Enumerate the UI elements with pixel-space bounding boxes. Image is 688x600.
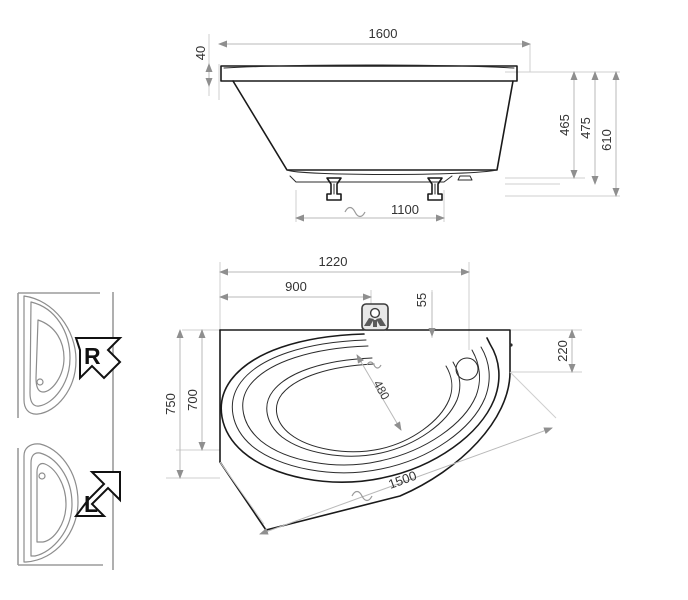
dimension-basin-depth-label: 475 [578,117,593,139]
dimension-basin-depth: 475 [578,71,599,185]
dimension-tap-edge-offset: 55 [414,292,436,337]
arrow-down-left-icon [74,471,121,517]
arrow-up-left-icon [74,337,123,381]
side-elevation-view: 40 1600 [193,26,620,222]
dimension-inner-depth-plan: 700 [185,329,206,451]
dimension-overall-width-label: 1220 [319,254,348,269]
handedness-variants-panel: R L [17,292,123,570]
dimension-right-edge-label: 220 [555,340,570,362]
tub-side-profile [220,64,518,183]
dimension-rim-thickness: 40 [193,46,213,87]
dimension-leg-spacing-label: 1100 [391,202,419,217]
dimension-inner-depth-label: 465 [557,114,572,136]
dimension-leg-spacing: 1100 [295,202,445,222]
tub-leg-left [326,177,342,201]
dimension-diagonal-length: 1500 [219,371,557,535]
dimension-overall-length: 1600 [218,26,531,48]
dimension-overall-length-label: 1600 [369,26,398,41]
dimension-right-edge: 220 [555,329,576,373]
dimension-overall-depth-label: 750 [163,393,178,415]
overflow-marker [509,343,513,347]
dimension-inner-depth: 465 [557,71,578,179]
tub-legs [326,175,473,201]
dimension-tap-edge-offset-label: 55 [414,293,429,307]
variant-letter-r: R [84,343,101,369]
dimension-overall-height-label: 610 [599,129,614,151]
top-plan-view: 1220 900 55 750 700 220 [163,254,582,535]
drain-hole [455,357,479,381]
dimension-overall-width: 1220 [219,254,470,276]
faucet-icon [361,303,389,331]
dimension-tap-offset-label: 900 [285,279,307,294]
dimension-tap-offset: 900 [219,279,372,301]
variant-right-hand[interactable]: R [17,292,123,418]
tub-leg-right [427,177,443,201]
dimension-overall-height: 610 [599,71,620,197]
dimension-overall-depth: 750 [163,329,184,479]
variant-left-hand[interactable]: L [17,443,121,566]
dimension-inner-depth-plan-label: 700 [185,389,200,411]
dimension-rim-thickness-label: 40 [193,46,208,60]
variant-letter-l: L [84,491,98,517]
